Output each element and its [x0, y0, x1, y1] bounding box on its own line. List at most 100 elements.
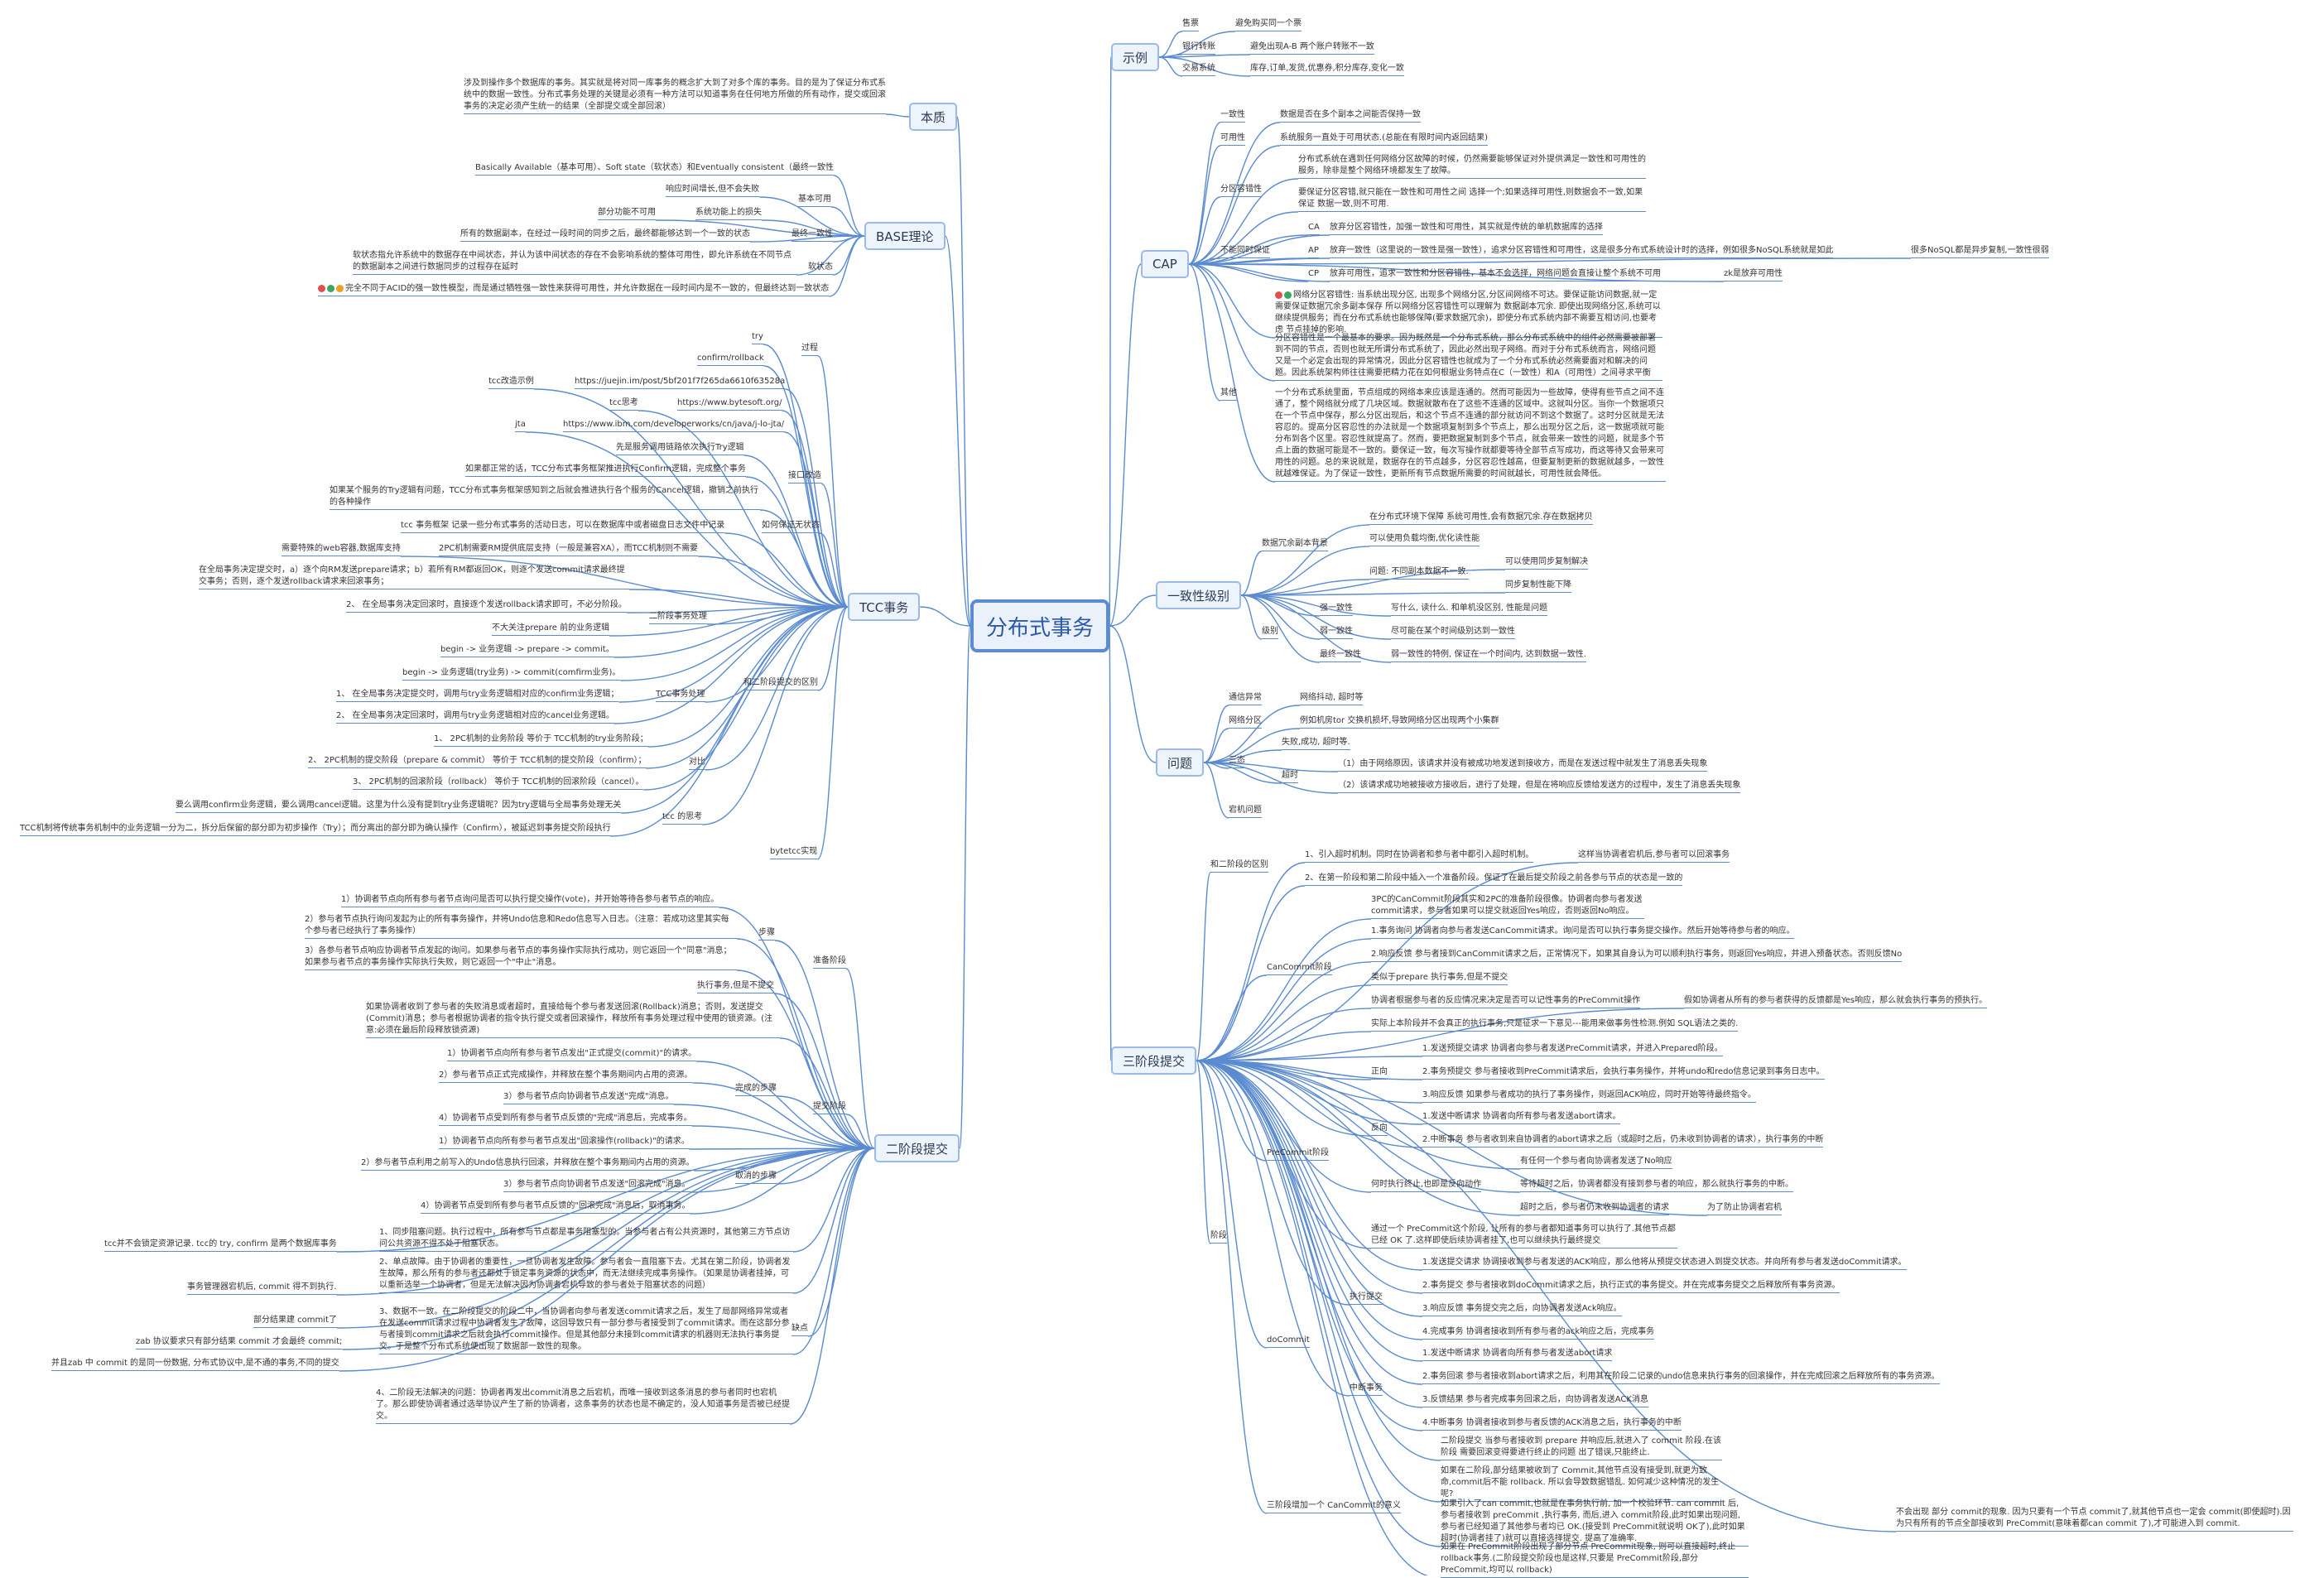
problems-net-desc: 例如机房tor 交换机损坏,导致网络分区出现两个小集群: [1300, 715, 1499, 729]
problems-crash: 宕机问题: [1229, 805, 1262, 818]
threepc-abort: 中断事务: [1350, 1383, 1383, 1396]
base-basic-available: 基本可用: [798, 194, 831, 207]
twopc-flaw-3a: 部分结果建 commit了: [253, 1315, 337, 1328]
connector-threepc-when-3b: [1196, 1060, 1708, 1216]
threepc-precommit: PreCommit阶段: [1267, 1147, 1330, 1161]
tcc-tc-2: 1、 在全局事务决定提交时，调用与try业务逻辑相对应的confirm业务逻辑；: [336, 689, 619, 702]
connector-tcc-ex1-key: [533, 388, 849, 608]
connector-threepc-pos-1: [1196, 1056, 1423, 1061]
connector-twopc-done-4: [691, 1125, 875, 1149]
red-flag-icon: [1275, 291, 1282, 299]
threepc-why-2: 如果在二阶段,部分结果被收到了 Commit,其他节点没有接受到,就更为致命,c…: [1441, 1465, 1722, 1502]
connector-consistency-strong-desc: [1241, 594, 1392, 617]
threepc-why: 三阶段增加一个 CanCommit的意义: [1267, 1500, 1401, 1513]
connector-root-branch-cap: [1109, 263, 1142, 627]
base-intro: Basically Available（基本可用）、Soft state（软状态…: [475, 162, 835, 176]
connector-tcc-iface-3: [759, 509, 849, 608]
connector-tcc-compare-1: [647, 606, 849, 748]
connector-base-basic-available: [830, 206, 865, 237]
connector-threepc-can-2: [1196, 961, 1372, 1061]
connector-consistency-level: [1240, 594, 1263, 640]
cap-partition-desc-1: 分布式系统在遇到任何网络分区故障的时候，仍然需要能够保证对外提供满足一致性和可用…: [1298, 154, 1646, 179]
threepc-neg: 反向: [1371, 1123, 1388, 1136]
connector-cap-ap-note: [1188, 257, 1912, 265]
tcc-iface-1: 先是服务调用链路依次执行Try逻辑: [616, 442, 744, 455]
tcc-try: try: [752, 331, 763, 344]
connector-tcc-diff-0: [400, 556, 849, 608]
branch-twopc[interactable]: 二阶段提交: [874, 1134, 960, 1162]
tcc-bytetcc: bytetcc实现: [770, 846, 818, 859]
cap-partition-desc-2: 要保证分区容错,就只能在一致性和可用性之间 选择一个;如果选择可用性,则数据会不…: [1298, 187, 1646, 212]
connector-cap-other: [1188, 263, 1221, 402]
connector-threepc-why-3: [1196, 1060, 1441, 1547]
green-flag-icon: [327, 284, 334, 292]
base-diff: 完全不同于ACID的强一致性模型，而是通过牺牲强一致性来获得可用性，并允许数据在…: [318, 283, 830, 296]
cap-other-1-text: 网络分区容错性: 当系统出现分区, 出现多个网络分区,分区间网络不可达。要保证能…: [1275, 291, 1661, 334]
branch-threepc-label: 三阶段提交: [1123, 1053, 1186, 1069]
branch-consistency[interactable]: 一致性级别: [1156, 581, 1242, 609]
tcc-twophase: 二阶段事务处理: [649, 611, 707, 624]
branch-cap[interactable]: CAP: [1141, 250, 1189, 278]
tcc-iface-3: 如果某个服务的Try逻辑有问题，TCC分布式事务框架感知到之后就会推进执行各个服…: [330, 485, 760, 510]
threepc-exec-4: 4.完成事务 协调者接收到所有参与者的ack响应之后，完成事务: [1422, 1326, 1655, 1340]
connector-problems-crash: [1203, 762, 1229, 819]
connector-tcc-aware: [819, 532, 849, 608]
cap-other-3: 一个分布式系统里面，节点组成的网络本来应该是连通的。然而可能因为一些故障，使得有…: [1275, 387, 1666, 482]
tcc-ex1-link[interactable]: https://juejin.im/post/5bf201f7f265da661…: [575, 376, 786, 389]
branch-essence-label: 本质: [921, 109, 946, 125]
branch-essence[interactable]: 本质: [909, 103, 958, 131]
consistency-bg-3a: 可以使用同步复制解决: [1505, 556, 1588, 570]
connector-threepc-why: [1196, 1060, 1268, 1514]
connector-consistency-bg: [1240, 551, 1263, 596]
branch-base[interactable]: BASE理论: [864, 222, 945, 250]
twopc-p-4: 执行事务,但是不提交: [697, 980, 775, 993]
connector-example-key-trade: [1158, 56, 1183, 77]
tcc-ex2-link[interactable]: https://www.bytesoft.org/: [677, 397, 782, 411]
connector-base-ba-2b: [761, 219, 865, 237]
cap-ca: CA: [1308, 222, 1320, 235]
red-flag-icon: [318, 284, 325, 292]
connector-tcc-compare: [705, 606, 849, 771]
threepc-when-3: 超时之后，参与者仍未收到协调者的请求: [1520, 1202, 1669, 1215]
threepc-when: 何时执行终止,也即是反向动作: [1371, 1179, 1482, 1192]
branch-problems[interactable]: 问题: [1156, 748, 1205, 777]
twopc-flaw-0: tcc并不会锁定资源记录. tcc的 try, confirm 是两个数据库事务: [104, 1239, 337, 1252]
connector-twopc-commit-0: [779, 1037, 875, 1149]
connector-essence-text: [885, 113, 910, 118]
problems-timeout-1: （1）由于网络原因，该请求并没有被成功地发送到接收方，而是在发送过程中就发生了消…: [1338, 758, 1708, 772]
threepc-when-3b: 为了防止协调者宕机: [1707, 1202, 1782, 1215]
connector-tcc-tp-2: [626, 606, 849, 613]
connector-cap-consistency-desc: [1188, 122, 1281, 265]
connector-tcc-iface-1: [743, 455, 849, 608]
threepc-diff-1b: 这样当协调者宕机后,参与者可以回滚事务: [1578, 849, 1730, 863]
connector-tcc-think-1: [621, 606, 849, 814]
connector-twopc-done-1: [696, 1061, 875, 1149]
connector-threepc-diff-2: [1196, 885, 1306, 1061]
connector-twopc-p-2: [736, 938, 875, 1149]
twopc-cancel: 取消的步骤: [735, 1171, 777, 1184]
threepc-diff-1: 1、引入超时机制。同时在协调者和参与者中都引入超时机制。: [1305, 849, 1534, 863]
tcc-compare-1: 1、 2PC机制的业务阶段 等价于 TCC机制的try业务阶段；: [434, 734, 648, 747]
connector-tcc-iface: [820, 483, 849, 608]
connector-twopc-cancel-2: [694, 1147, 875, 1171]
example-val-ticket: 避免购买同一个票: [1235, 18, 1302, 31]
tcc-ex3-link[interactable]: https://www.ibm.com/developerworks/cn/ja…: [563, 419, 785, 432]
connector-tcc-compare-3: [643, 606, 849, 791]
connector-threepc-why-3b: [1196, 1060, 1897, 1532]
cap-availability-desc: 系统服务一直处于可用状态.(总能在有限时间内返回结果): [1280, 132, 1488, 146]
branch-tcc[interactable]: TCC事务: [848, 593, 921, 621]
root-node[interactable]: 分布式事务: [970, 599, 1109, 652]
connector-consistency-weak-desc: [1241, 594, 1392, 640]
connector-twopc-cancel: [776, 1147, 875, 1185]
connector-base-ba-2: [655, 219, 865, 237]
branch-threepc[interactable]: 三阶段提交: [1111, 1046, 1197, 1075]
problems-net: 网络分区: [1229, 715, 1262, 729]
branch-example[interactable]: 示例: [1111, 43, 1160, 71]
cap-impossible: 不能同时保证: [1220, 245, 1270, 258]
twopc-prepare: 准备阶段: [813, 955, 846, 969]
connector-tcc-ex2-key: [638, 410, 849, 608]
threepc-stage: 阶段: [1210, 1230, 1227, 1244]
connector-threepc-cancommit: [1196, 974, 1268, 1061]
connector-tcc-think: [702, 606, 849, 825]
green-flag-icon: [1284, 291, 1292, 299]
